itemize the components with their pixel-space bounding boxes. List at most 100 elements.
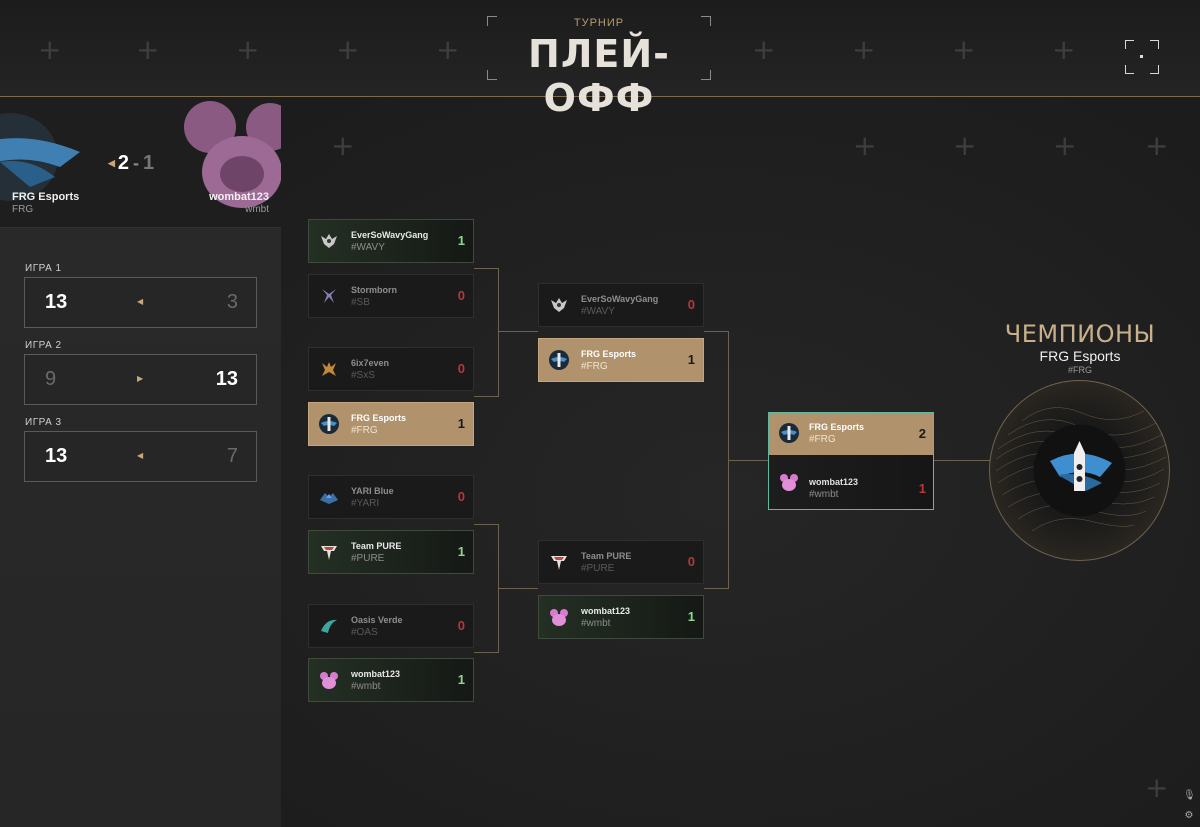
game-label: ИГРА 2 (25, 340, 62, 351)
oasis-logo-icon (321, 619, 337, 633)
wavy-logo-icon (551, 298, 567, 312)
team-name: Oasis Verde (351, 615, 403, 625)
frg-logo-icon (549, 350, 569, 370)
final-team-winner[interactable]: FRG Esports #FRG 2 (769, 413, 933, 455)
team-score: 0 (457, 361, 465, 376)
final-match[interactable]: FRG Esports #FRG 2 wombat123 #wmbt 1 (768, 412, 934, 510)
microphone-icon[interactable]: 🎙 (1183, 790, 1196, 801)
bracket-team-card[interactable]: EverSoWavyGang #WAVY 0 (538, 283, 704, 327)
wombat-logo-icon (780, 474, 798, 491)
bracket-team-card[interactable]: Stormborn #SB 0 (308, 274, 474, 318)
sxs-logo-icon (322, 362, 336, 376)
team-tag: #SxS (351, 370, 375, 381)
plus-decor: + (1052, 33, 1076, 66)
plus-decor: + (1053, 129, 1077, 162)
page-subtitle: ТУРНИР (573, 17, 625, 29)
team-score: 1 (457, 233, 465, 248)
game-row[interactable]: 13 ◀ 3 (24, 277, 257, 328)
game-label: ИГРА 1 (25, 263, 62, 274)
team-score: 0 (457, 288, 465, 303)
header-bar: + + + + + + + + + ТУРНИР ПЛЕЙ-ОФФ (0, 0, 1200, 120)
team-name: 6ix7even (351, 358, 390, 368)
team-tag: #PURE (581, 563, 615, 574)
plus-decor: + (1145, 771, 1169, 804)
plus-decor: + (136, 33, 160, 66)
team-name: Team PURE (581, 551, 632, 561)
team-name: wombat123 (581, 606, 631, 616)
champion-name: FRG Esports (1039, 348, 1121, 364)
champion-title: ЧЕМПИОНЫ (1004, 320, 1156, 348)
team-score: 1 (457, 672, 465, 687)
bracket-team-card[interactable]: Team PURE #PURE 0 (538, 540, 704, 584)
team-tag: #WAVY (351, 242, 385, 253)
title-frame: ТУРНИР ПЛЕЙ-ОФФ (487, 16, 711, 120)
team-name: EverSoWavyGang (581, 294, 659, 304)
plus-decor: + (1145, 129, 1169, 162)
frg-logo-icon (779, 423, 799, 443)
team-name: Stormborn (351, 285, 397, 295)
team-tag: #OAS (351, 627, 378, 638)
team-score: 1 (687, 609, 695, 624)
team-name: EverSoWavyGang (351, 230, 429, 240)
plus-decor: + (436, 33, 460, 66)
yari-logo-icon (320, 493, 338, 504)
wombat-logo-icon (550, 609, 568, 626)
team-tag: #SB (351, 297, 370, 308)
winner-arrow-icon: ◀ (137, 297, 144, 306)
series-score: ◀2-1 (108, 152, 155, 174)
game-row[interactable]: 13 ◀ 7 (24, 431, 257, 482)
final-team-loser[interactable]: wombat123 #wmbt 1 (769, 455, 933, 509)
team-left: FRG Esports FRG (12, 191, 80, 215)
game-row[interactable]: 9 ▶ 13 (24, 354, 257, 405)
team-score: 1 (457, 416, 465, 431)
team-tag: #FRG (351, 425, 378, 436)
team-tag: #YARI (351, 498, 380, 509)
page-title: ПЛЕЙ-ОФФ (528, 32, 670, 120)
team-tag: #wmbt (351, 681, 381, 692)
plus-decor: + (236, 33, 260, 66)
frg-logo-icon (319, 414, 339, 434)
stormborn-logo-icon (322, 289, 336, 303)
winner-arrow-icon: ◀ (108, 158, 115, 169)
champion-emblem (989, 380, 1170, 561)
winner-arrow-icon: ◀ (137, 451, 144, 460)
plus-decor: + (953, 129, 977, 162)
game-label: ИГРА 3 (25, 417, 62, 428)
expand-corners-icon[interactable] (1125, 40, 1159, 74)
champion-tag: #FRG (1067, 365, 1092, 375)
wombat-logo-icon (184, 101, 281, 208)
match-detail-panel: ◀2-1 FRG Esports FRG wombat123 wmbt ИГРА… (0, 97, 281, 827)
wavy-logo-icon (321, 234, 337, 248)
bracket-team-card[interactable]: wombat123 #wmbt 1 (308, 658, 474, 702)
team-right: wombat123 wmbt (209, 191, 269, 215)
bracket-team-card[interactable]: 6ix7even #SxS 0 (308, 347, 474, 391)
pure-logo-icon (551, 556, 567, 570)
plus-decor: + (336, 33, 360, 66)
team-name: wombat123 (351, 669, 401, 679)
plus-decor: + (38, 33, 62, 66)
plus-decor: + (853, 129, 877, 162)
team-tag: #PURE (351, 553, 385, 564)
plus-decor: + (752, 33, 776, 66)
wombat-logo-icon (320, 672, 338, 689)
team-name: FRG Esports (581, 349, 637, 359)
bracket-team-card[interactable]: FRG Esports #FRG 1 (308, 402, 474, 446)
team-name: FRG Esports (351, 413, 407, 423)
plus-decor: + (952, 33, 976, 66)
plus-decor: + (852, 33, 876, 66)
team-score: 0 (687, 554, 695, 569)
bracket-team-card[interactable]: Team PURE #PURE 1 (308, 530, 474, 574)
team-score: 1 (687, 352, 695, 367)
team-name: Team PURE (351, 541, 402, 551)
team-score: 0 (687, 297, 695, 312)
match-summary: ◀2-1 FRG Esports FRG wombat123 wmbt (0, 97, 281, 228)
team-score: 1 (457, 544, 465, 559)
bracket-team-card[interactable]: EverSoWavyGang #WAVY 1 (308, 219, 474, 263)
team-tag: #WAVY (581, 306, 615, 317)
settings-icon[interactable]: ⚙ (1184, 810, 1194, 821)
